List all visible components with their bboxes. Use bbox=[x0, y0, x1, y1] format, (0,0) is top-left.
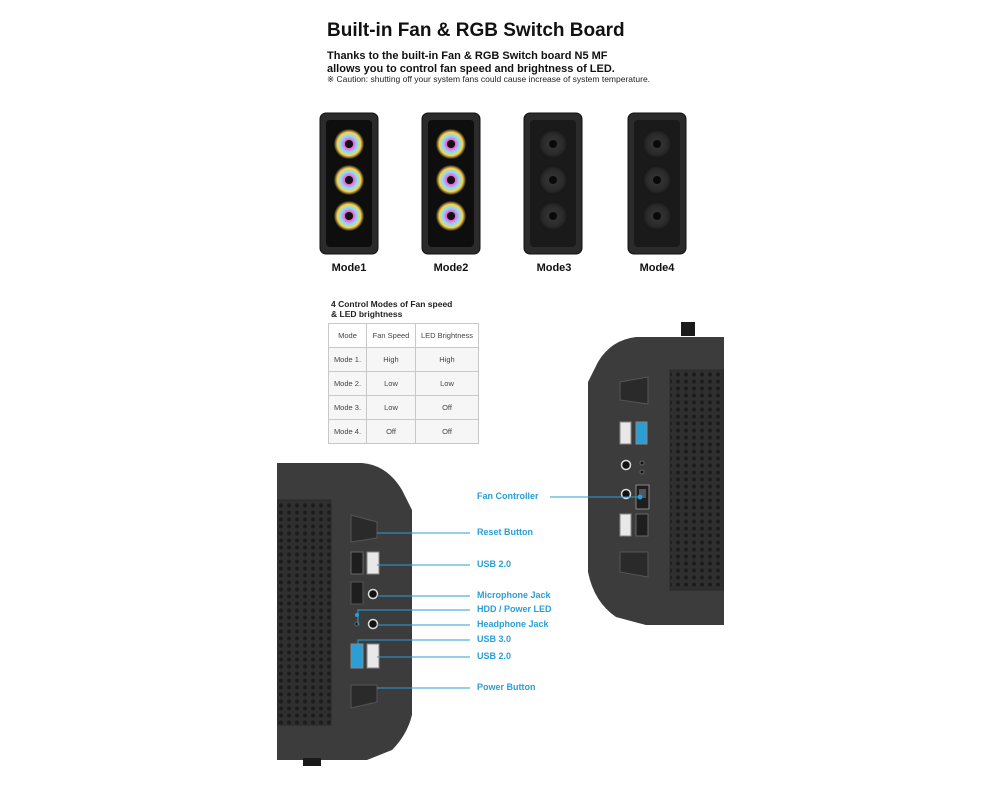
table-caption-line-1: 4 Control Modes of Fan speed bbox=[331, 299, 453, 309]
table-row: Mode 2. Low Low bbox=[328, 371, 479, 396]
description: Thanks to the built-in Fan & RGB Switch … bbox=[327, 50, 615, 76]
case-mode4-image bbox=[627, 112, 687, 255]
front-panel-left-image bbox=[277, 463, 412, 766]
table-cell: Low bbox=[415, 371, 479, 396]
table-row: Mode 4. Off Off bbox=[328, 419, 479, 444]
mode4-label: Mode4 bbox=[639, 262, 675, 274]
mode1-label: Mode1 bbox=[331, 262, 367, 274]
table-row: Mode 3. Low Off bbox=[328, 395, 479, 420]
caution-note: ※ Caution: shutting off your system fans… bbox=[327, 74, 651, 84]
table-caption-line-2: & LED brightness bbox=[331, 309, 403, 319]
callout-power-button: Power Button bbox=[477, 682, 536, 692]
table-header-mode: Mode bbox=[328, 323, 367, 348]
table-cell: Low bbox=[366, 395, 416, 420]
case-mode2-image bbox=[421, 112, 481, 255]
callout-headphone-jack: Headphone Jack bbox=[477, 619, 549, 629]
table-cell: Mode 3. bbox=[328, 395, 367, 420]
table-cell: Low bbox=[366, 371, 416, 396]
table-cell: High bbox=[366, 347, 416, 372]
callout-usb20-top: USB 2.0 bbox=[477, 559, 512, 569]
description-line-2: allows you to control fan speed and brig… bbox=[327, 63, 615, 75]
table-caption: 4 Control Modes of Fan speed & LED brigh… bbox=[331, 299, 452, 319]
table-cell: Mode 4. bbox=[328, 419, 367, 444]
table-row: Mode 1. High High bbox=[328, 347, 479, 372]
table-cell: Mode 2. bbox=[328, 371, 367, 396]
table-cell: Off bbox=[366, 419, 416, 444]
callout-usb20-bottom: USB 2.0 bbox=[477, 651, 512, 661]
callout-reset-button: Reset Button bbox=[477, 527, 533, 537]
callout-usb30: USB 3.0 bbox=[477, 634, 512, 644]
callout-microphone-jack: Microphone Jack bbox=[477, 590, 551, 600]
table-header-fan-speed: Fan Speed bbox=[366, 323, 416, 348]
page-title: Built-in Fan & RGB Switch Board bbox=[327, 20, 625, 41]
table-cell: High bbox=[415, 347, 479, 372]
mode2-label: Mode2 bbox=[433, 262, 469, 274]
case-mode3-image bbox=[523, 112, 583, 255]
table-cell: Off bbox=[415, 395, 479, 420]
description-line-1: Thanks to the built-in Fan & RGB Switch … bbox=[327, 50, 608, 62]
callout-fan-controller: Fan Controller bbox=[477, 491, 539, 501]
callout-hdd-power-led: HDD / Power LED bbox=[477, 604, 552, 614]
table-header-led-brightness: LED Brightness bbox=[415, 323, 479, 348]
table-cell: Off bbox=[415, 419, 479, 444]
case-mode1-image bbox=[319, 112, 379, 255]
front-panel-right-image bbox=[588, 322, 724, 625]
mode3-label: Mode3 bbox=[536, 262, 572, 274]
modes-table: Mode Fan Speed LED Brightness Mode 1. Hi… bbox=[328, 323, 479, 444]
